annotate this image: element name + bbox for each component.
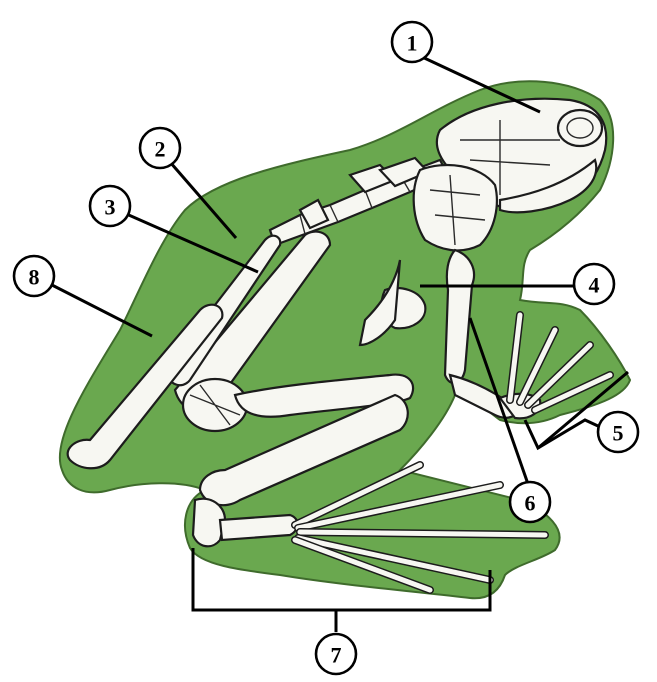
- callout-8: 8: [14, 256, 54, 296]
- shoulder-girdle: [414, 165, 497, 250]
- callout-4: 4: [574, 264, 614, 304]
- callout-1-label: 1: [407, 31, 418, 56]
- callout-3: 3: [90, 186, 130, 226]
- callout-5-label: 5: [613, 421, 624, 446]
- callout-2-label: 2: [155, 137, 166, 162]
- callout-4-label: 4: [589, 273, 600, 298]
- callout-7-label: 7: [331, 643, 342, 668]
- callout-8-label: 8: [29, 265, 40, 290]
- callout-7: 7: [316, 634, 356, 674]
- leader-line-5: [525, 420, 598, 448]
- callout-2: 2: [140, 128, 180, 168]
- callout-5: 5: [598, 412, 638, 452]
- callout-1: 1: [392, 22, 432, 62]
- callout-6: 6: [510, 482, 550, 522]
- callout-6-label: 6: [525, 491, 536, 516]
- callout-3-label: 3: [105, 195, 116, 220]
